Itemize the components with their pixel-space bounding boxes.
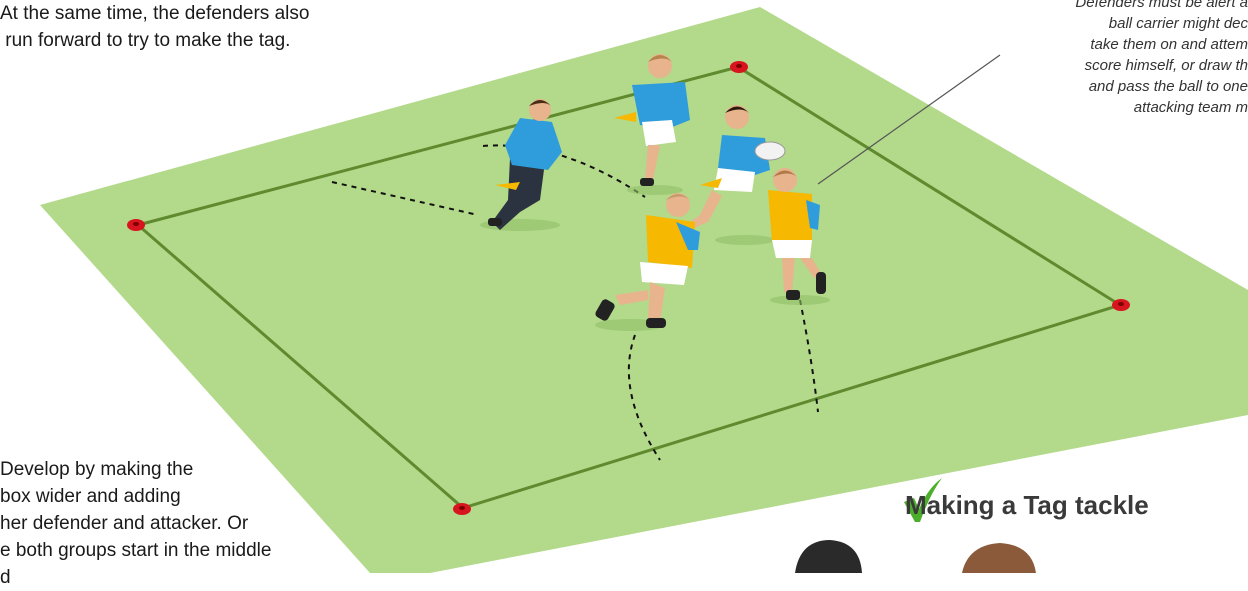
- cone-left: [127, 219, 145, 231]
- section-heading: Making a Tag tackle: [905, 490, 1149, 521]
- cone-top: [730, 61, 748, 73]
- callout-note: Defenders must be alert a ball carrier m…: [998, 0, 1248, 118]
- cropped-player-heads: [795, 540, 1036, 573]
- cone-right: [1112, 299, 1130, 311]
- development-note: Develop by making the box wider and addi…: [0, 456, 271, 591]
- cone-bottom: [453, 503, 471, 515]
- instruction-text-top: At the same time, the defenders also run…: [0, 0, 309, 54]
